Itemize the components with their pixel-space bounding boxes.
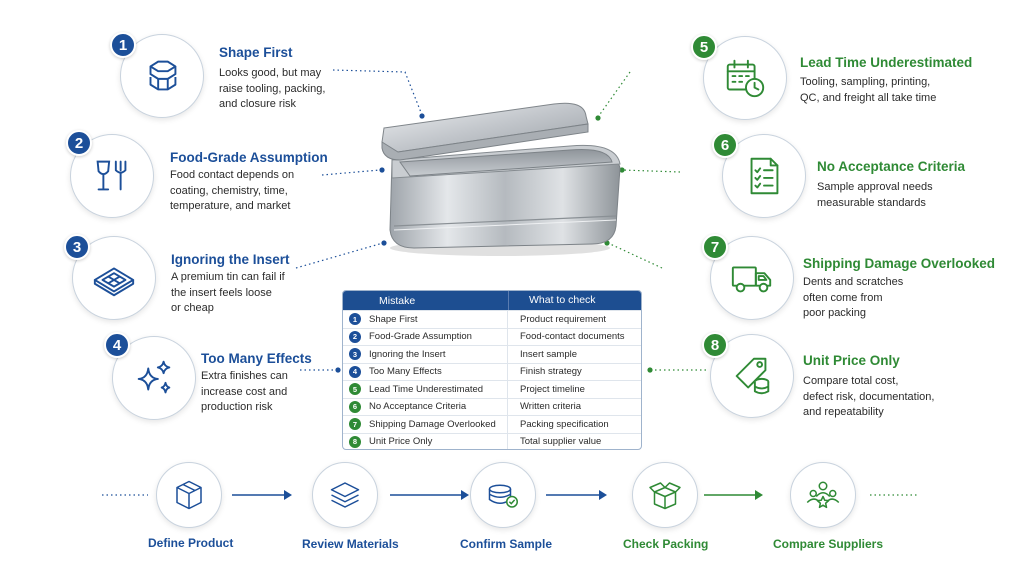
row-check: Food-contact documents [520,331,625,343]
table-row: 4 Too Many Effects Finish strategy [343,362,641,380]
mistake-desc-7: Dents and scratches often come from poor… [803,276,904,319]
row-mistake: No Acceptance Criteria [369,401,467,413]
row-number-badge: 7 [349,418,361,431]
mistake-title-3: Ignoring the Insert [171,252,290,267]
row-mistake: Unit Price Only [369,436,433,448]
sparkles-icon [137,360,171,394]
mistake-desc-5: Tooling, sampling, printing, QC, and fre… [800,76,937,104]
process-circle-5 [790,462,856,528]
table-row: 8 Unit Price Only Total supplier value [343,432,641,449]
mistake-desc-3: A premium tin can fail if the insert fee… [171,271,285,314]
mistake-badge-5: 5 [691,34,717,60]
mistake-desc-4: Extra finishes can increase cost and pro… [201,370,288,413]
process-label-4: Check Packing [623,537,709,551]
row-number-badge: 6 [349,400,361,413]
row-number-badge: 8 [349,435,361,448]
row-mistake: Ignoring the Insert [369,348,446,360]
process-label-1: Define Product [148,536,234,550]
table-row: 3 Ignoring the Insert Insert sample [343,345,641,363]
row-check: Product requirement [520,313,607,325]
mistake-title-2: Food-Grade Assumption [170,150,328,165]
row-check: Packing specification [520,418,609,430]
hexagon-tin-icon [149,60,177,91]
row-number-badge: 5 [349,383,361,396]
process-circle-4 [632,462,698,528]
mistake-badge-1: 1 [110,32,136,58]
glass-fork-icon [96,160,127,191]
table-row: 5 Lead Time Underestimated Project timeli… [343,380,641,398]
process-label-2: Review Materials [302,537,399,551]
row-mistake: Shape First [369,313,418,325]
table-header: Mistake What to check [343,291,641,310]
mistake-badge-3: 3 [64,234,90,260]
mistake-badge-2: 2 [66,130,92,156]
process-label-5: Compare Suppliers [773,537,884,551]
table-row: 1 Shape First Product requirement [343,310,641,328]
row-check: Written criteria [520,401,582,413]
open-box-icon [649,482,681,510]
process-label-3: Confirm Sample [460,537,553,551]
row-mistake: Too Many Effects [369,366,442,378]
people-star-icon [806,481,840,509]
mistake-check-table: Mistake What to check 1 Shape First Produ… [342,290,642,450]
mistake-desc-1: Looks good, but may raise tooling, packi… [219,67,326,110]
table-header-mistake: Mistake [379,294,416,307]
mistake-badge-8: 8 [702,332,728,358]
mistake-desc-6: Sample approval needs measurable standar… [817,181,933,209]
mistake-circle-2 [70,134,154,218]
row-number-badge: 4 [349,365,361,378]
row-mistake: Food-Grade Assumption [369,331,472,343]
mistake-badge-6: 6 [712,132,738,158]
metal-tin-illustration [381,102,621,256]
mistake-badge-7: 7 [702,234,728,260]
process-circle-3 [470,462,536,528]
mistake-title-4: Too Many Effects [201,351,312,366]
row-check: Total supplier value [520,436,602,448]
calendar-clock-icon [726,59,765,98]
checklist-icon [750,157,779,195]
mistake-title-6: No Acceptance Criteria [817,159,966,174]
row-number-badge: 2 [349,330,361,343]
insert-tray-icon [93,267,135,297]
process-circle-2 [312,462,378,528]
table-row: 2 Food-Grade Assumption Food-contact docu… [343,327,641,345]
mistake-title-7: Shipping Damage Overlooked [803,256,996,271]
table-header-check: What to check [508,291,641,310]
row-check: Project timeline [520,383,585,395]
layers-icon [330,482,360,508]
mistake-desc-2: Food contact depends on coating, chemist… [170,169,295,212]
row-check: Insert sample [520,348,578,360]
mistake-title-5: Lead Time Underestimated [800,55,973,70]
mistake-badge-4: 4 [104,332,130,358]
mistake-title-8: Unit Price Only [803,353,900,368]
row-mistake: Shipping Damage Overlooked [369,418,496,430]
row-number-badge: 3 [349,348,361,361]
box-icon [176,480,202,510]
mistake-title-1: Shape First [219,45,293,60]
table-row: 7 Shipping Damage Overlooked Packing spec… [343,415,641,433]
mistake-desc-8: Compare total cost, defect risk, documen… [803,375,935,418]
sample-check-icon [488,484,518,508]
row-mistake: Lead Time Underestimated [369,383,484,395]
row-number-badge: 1 [349,313,361,326]
row-check: Finish strategy [520,366,582,378]
process-circle-1 [156,462,222,528]
price-tag-coins-icon [735,357,770,395]
delivery-truck-icon [731,266,772,293]
table-row: 6 No Acceptance Criteria Written criteria [343,397,641,415]
mistake-circle-5 [703,36,787,120]
